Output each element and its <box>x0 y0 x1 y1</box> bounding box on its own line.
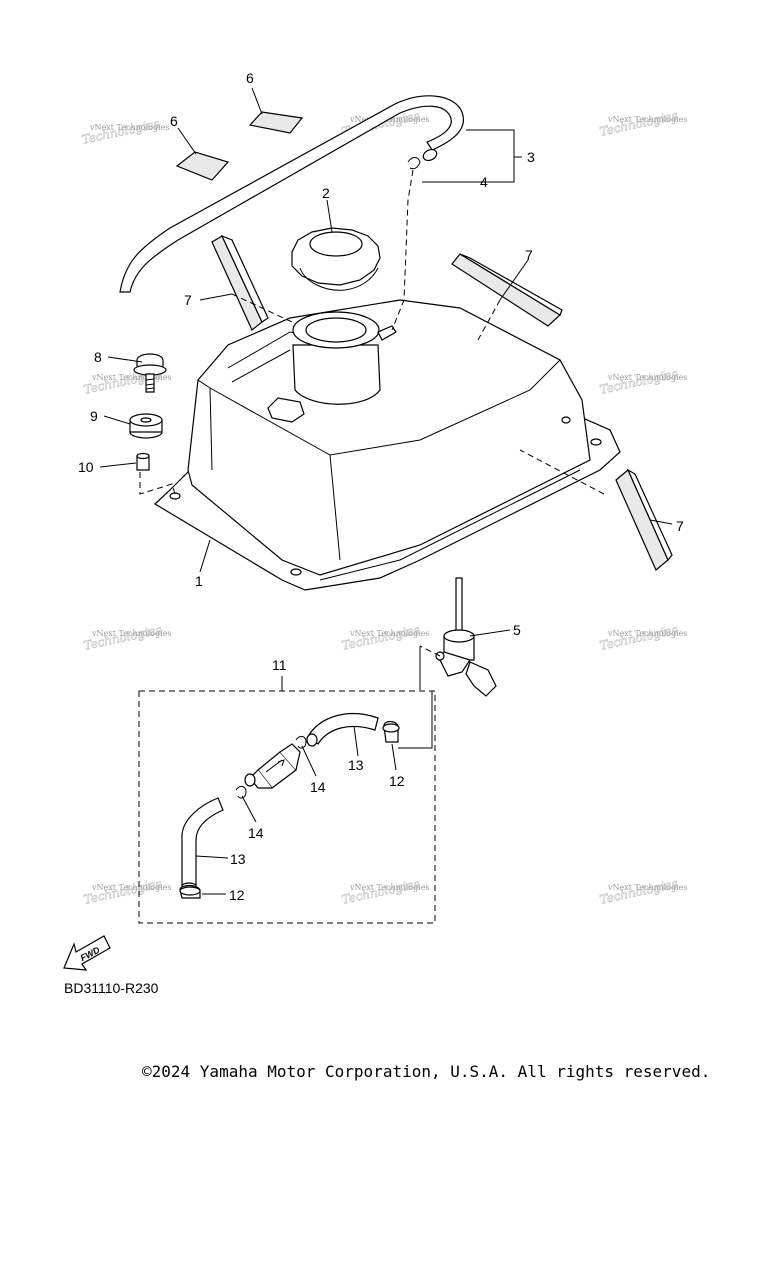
callout-9[interactable]: 9 <box>90 408 98 424</box>
part-7-damper-bottom[interactable] <box>615 468 673 571</box>
watermark: Technologies vNext Technologies <box>340 876 429 907</box>
part-2-fuel-cap[interactable] <box>291 227 381 291</box>
svg-text:vNext Technologies: vNext Technologies <box>91 629 171 638</box>
svg-text:vNext Technologies: vNext Technologies <box>607 629 687 638</box>
callout-7[interactable]: 7 <box>184 292 192 308</box>
watermark: Technologies vNext Technologies <box>598 108 687 139</box>
diagram-code: BD31110-R230 <box>64 980 159 996</box>
watermark: Technologies vNext Technologies <box>82 876 171 907</box>
part-12-clamp-lower[interactable] <box>179 884 201 899</box>
svg-text:vNext Technologies: vNext Technologies <box>89 123 169 132</box>
svg-text:vNext Technologies: vNext Technologies <box>607 373 687 382</box>
watermark: Technologies vNext Technologies <box>80 116 169 147</box>
part-5-fuel-cock[interactable] <box>435 577 497 697</box>
part-13-fuel-hose-lower[interactable] <box>181 797 224 890</box>
part-10-collar[interactable] <box>136 452 150 471</box>
svg-text:vNext Technologies: vNext Technologies <box>607 883 687 892</box>
callout-12[interactable]: 12 <box>229 887 245 903</box>
callout-2[interactable]: 2 <box>322 185 330 201</box>
callout-12[interactable]: 12 <box>389 773 405 789</box>
callout-1[interactable]: 1 <box>195 573 203 589</box>
callout-7[interactable]: 7 <box>676 518 684 534</box>
callout-6[interactable]: 6 <box>170 113 178 129</box>
svg-text:vNext Technologies: vNext Technologies <box>349 629 429 638</box>
callout-8[interactable]: 8 <box>94 349 102 365</box>
callout-14[interactable]: 14 <box>310 779 326 795</box>
callout-5[interactable]: 5 <box>513 622 521 638</box>
watermark: Technologies vNext Technologies <box>598 876 687 907</box>
callout-11[interactable]: 11 <box>272 657 287 673</box>
callout-4[interactable]: 4 <box>480 174 488 190</box>
watermark: Technologies vNext Technologies <box>82 622 171 653</box>
fwd-arrow-icon: FWD <box>63 935 111 971</box>
callout-labels: 1 2 3 4 5 6 6 7 7 7 8 9 10 11 12 12 13 1… <box>78 70 684 903</box>
part-13-fuel-hose-upper[interactable] <box>306 712 379 747</box>
svg-text:vNext Technologies: vNext Technologies <box>607 115 687 124</box>
part-7-damper-left[interactable] <box>211 234 269 331</box>
callout-6[interactable]: 6 <box>246 70 254 86</box>
svg-text:vNext Technologies: vNext Technologies <box>91 373 171 382</box>
callout-10[interactable]: 10 <box>78 459 94 475</box>
part-14-clip-lower[interactable] <box>235 785 247 799</box>
copyright-notice: ©2024 Yamaha Motor Corporation, U.S.A. A… <box>142 1062 711 1081</box>
callout-13[interactable]: 13 <box>230 851 246 867</box>
watermark: Technologies vNext Technologies <box>598 622 687 653</box>
fuel-filter[interactable] <box>244 743 301 789</box>
part-1-fuel-tank[interactable] <box>154 299 621 591</box>
leader-lines <box>99 87 673 895</box>
part-8-bolt[interactable] <box>133 353 167 393</box>
callout-13[interactable]: 13 <box>348 757 364 773</box>
part-14-clip-upper[interactable] <box>295 735 307 749</box>
callout-7[interactable]: 7 <box>525 247 533 263</box>
watermark: Technologies vNext Technologies <box>340 622 429 653</box>
watermark: Technologies vNext Technologies <box>598 366 687 397</box>
callout-3[interactable]: 3 <box>527 149 535 165</box>
part-9-grommet[interactable] <box>129 413 163 439</box>
callout-14[interactable]: 14 <box>248 825 264 841</box>
svg-text:vNext Technologies: vNext Technologies <box>349 883 429 892</box>
part-6-pad-a[interactable] <box>175 151 230 181</box>
part-3-breather-hose[interactable] <box>119 95 464 293</box>
kit-11-boundary <box>138 690 436 924</box>
part-4-hose-clip[interactable] <box>407 157 421 170</box>
svg-text:vNext Technologies: vNext Technologies <box>91 883 171 892</box>
part-6-pad-b[interactable] <box>248 111 304 134</box>
part-12-clamp-upper[interactable] <box>382 720 400 743</box>
